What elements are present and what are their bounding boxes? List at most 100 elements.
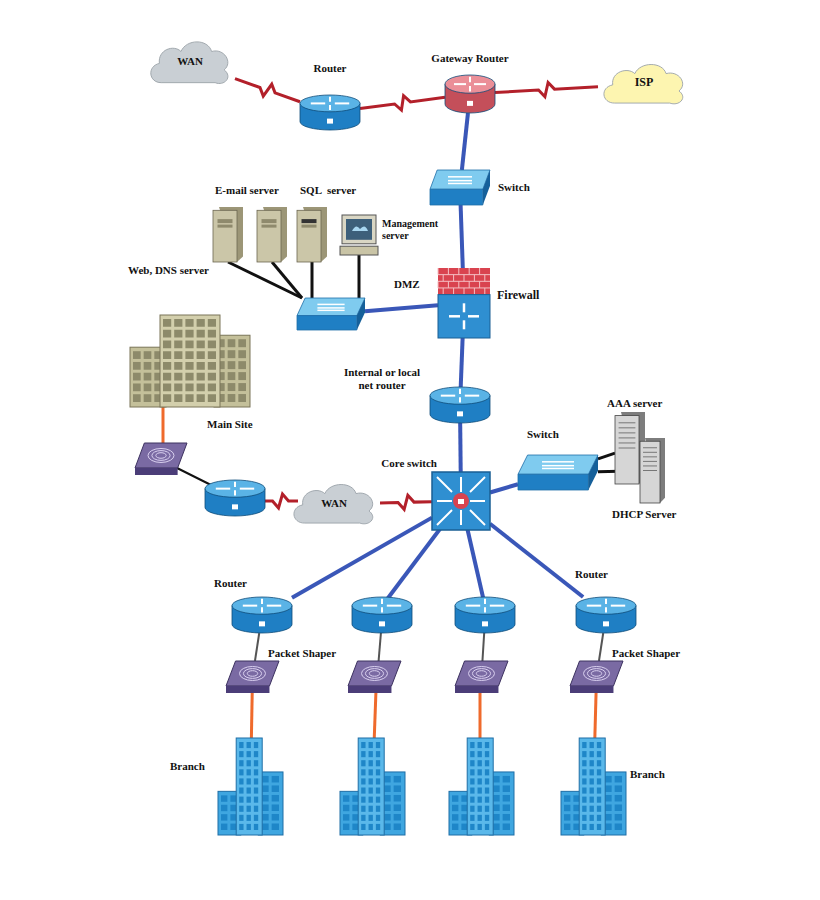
device-icon [438, 268, 490, 338]
packet-shaper-icon [348, 661, 401, 693]
network-link [311, 262, 314, 298]
network-link [235, 79, 300, 102]
device-label: Gateway Router [420, 52, 520, 65]
device-icon [232, 597, 292, 633]
device-label: Router [575, 568, 625, 581]
device-label: SQL server [300, 184, 375, 197]
device-icon [561, 738, 626, 835]
network-link [250, 693, 254, 738]
network-device: DMZ [297, 298, 365, 330]
network-link [598, 453, 615, 459]
device-icon [300, 95, 360, 130]
device-icon [297, 207, 327, 262]
device-icon [445, 75, 495, 113]
network-link [462, 113, 468, 170]
device-icon [432, 472, 490, 530]
network-device: Router [232, 597, 292, 633]
network-device: Packet Shaper [570, 661, 623, 693]
network-device: Main Site [130, 315, 250, 407]
wire [162, 407, 165, 445]
network-device: Internal or local net router [430, 387, 490, 423]
network-device: Branch [561, 738, 626, 835]
network-device: Gateway Router [445, 75, 495, 113]
network-device: WAN [288, 478, 380, 530]
network-link [365, 305, 438, 311]
device-label: Router [214, 577, 264, 590]
network-device: Packet Shaper [226, 661, 279, 693]
network-link [458, 423, 463, 472]
network-link [490, 484, 518, 492]
device-label: Firewall [497, 289, 557, 303]
device-icon [297, 298, 365, 330]
network-device: Router [576, 597, 636, 633]
network-link [255, 633, 259, 661]
device-icon [430, 387, 490, 423]
network-link [595, 693, 596, 738]
device-label: Internal or local net router [336, 366, 428, 391]
branch-building-icon [449, 738, 514, 835]
network-link [461, 205, 463, 268]
device-icon [518, 455, 598, 490]
packet-shaper-icon [135, 443, 187, 475]
device-icon [576, 597, 636, 633]
network-link [228, 262, 302, 298]
network-link [360, 96, 445, 110]
device-label: Router [300, 62, 360, 75]
device-icon [130, 315, 250, 407]
device-label: DHCP Server [612, 508, 692, 521]
network-device: SQL server [297, 207, 327, 262]
device-label: WAN [145, 55, 235, 68]
device-label: Branch [630, 768, 675, 781]
network-device: ISP [598, 58, 690, 110]
device-label: Branch [170, 760, 215, 773]
device-label: WAN [288, 497, 380, 510]
network-device: Web, DNS server [213, 207, 243, 262]
network-device: Switch [430, 170, 490, 205]
network-device: DHCP Server [640, 438, 665, 503]
packet-shaper-icon [455, 661, 508, 693]
network-device: Firewall [438, 268, 490, 338]
router-icon [205, 480, 265, 516]
network-link [380, 495, 432, 509]
device-label: ISP [598, 76, 690, 90]
network-link [358, 255, 361, 298]
device-label: Switch [527, 428, 577, 441]
device-label: Web, DNS server [128, 264, 228, 277]
network-device: Management server [340, 215, 378, 255]
device-icon [340, 215, 378, 255]
device-label: Management server [382, 218, 444, 241]
device-label: Packet Shaper [612, 647, 692, 660]
device-label: Switch [498, 181, 548, 194]
device-icon [570, 661, 623, 693]
network-link [292, 518, 432, 598]
wire [374, 690, 376, 745]
wire [479, 690, 482, 745]
device-icon [640, 438, 665, 503]
device-icon [257, 207, 287, 262]
network-device: Switch [518, 455, 598, 490]
device-label: Main Site [207, 418, 267, 431]
branch-building-icon [340, 738, 405, 835]
device-label: Packet Shaper [268, 647, 348, 660]
device-icon [213, 207, 243, 262]
network-link [272, 262, 302, 298]
device-icon [430, 170, 490, 205]
device-icon [226, 661, 279, 693]
wire [263, 494, 298, 508]
device-label: DMZ [394, 278, 434, 291]
router-icon [455, 597, 515, 633]
network-device: E-mail server [257, 207, 287, 262]
network-device: Branch [218, 738, 283, 835]
network-link [461, 338, 463, 387]
device-label: Core switch [367, 457, 437, 470]
device-label: E-mail server [215, 184, 290, 197]
network-link [490, 524, 583, 597]
network-device: Core switch [432, 472, 490, 530]
network-device: Router [300, 95, 360, 130]
network-link [495, 83, 598, 97]
device-label: AAA server [607, 397, 677, 410]
router-icon [352, 597, 412, 633]
network-link [599, 633, 603, 661]
